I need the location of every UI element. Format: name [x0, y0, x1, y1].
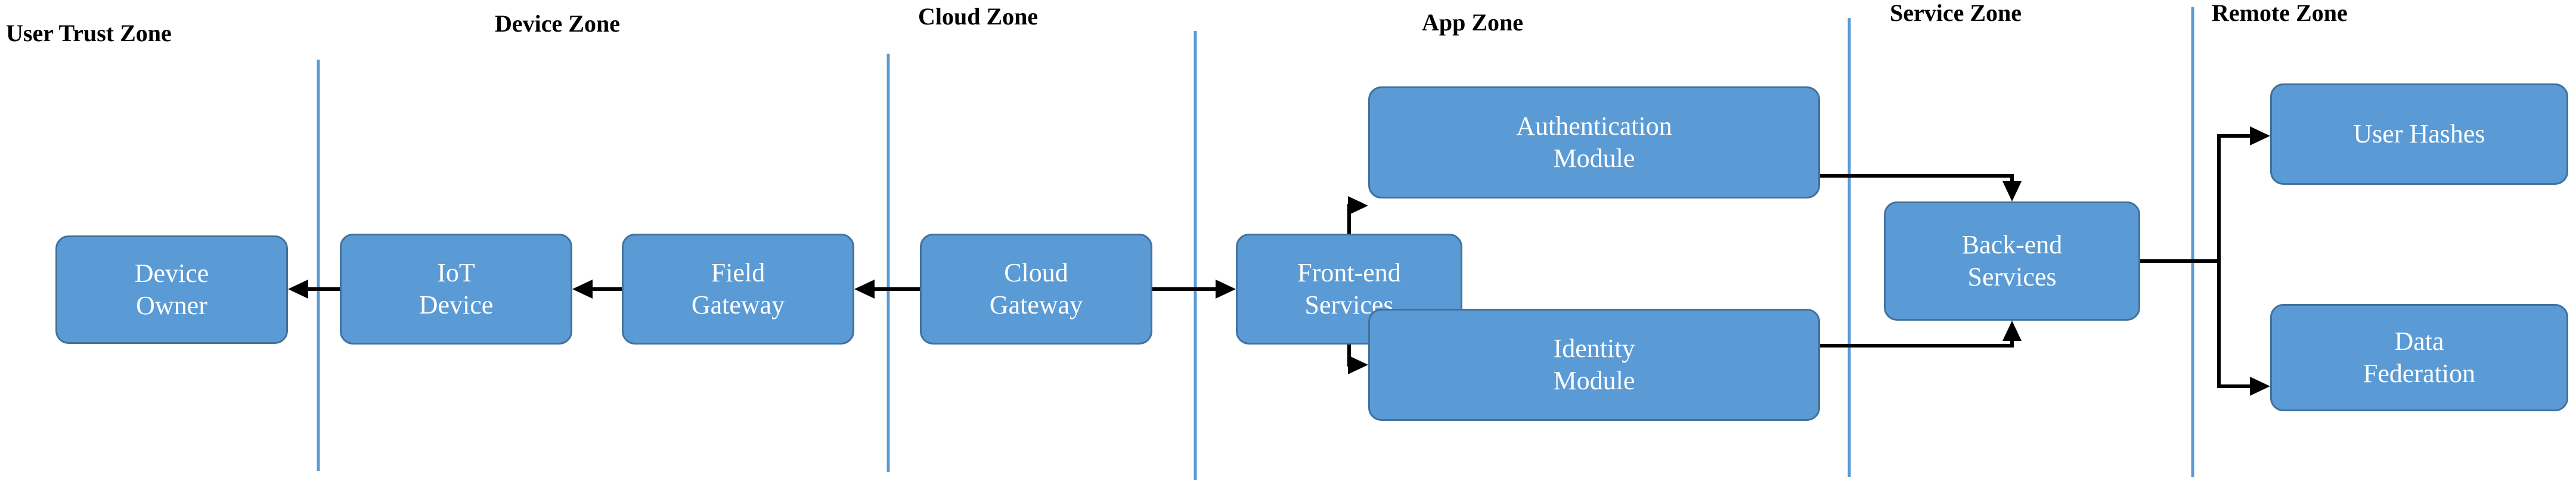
- zone-label-device-zone: Device Zone: [495, 10, 620, 37]
- zone-label-cloud-zone: Cloud Zone: [918, 3, 1039, 30]
- connector-cloud-gateway-to-front-end-services: [1152, 280, 1236, 299]
- arrowhead-icon: [2250, 126, 2270, 145]
- connector-iot-device-to-device-owner: [288, 280, 340, 299]
- arrowhead-icon: [1348, 355, 1368, 374]
- arrowhead-icon: [1216, 280, 1236, 299]
- node-label-user-hashes: User Hashes: [2353, 119, 2485, 149]
- connector-authentication-module-to-back-end-services: [1820, 174, 2022, 201]
- connector-line: [2140, 134, 2259, 263]
- zone-label-app-zone: App Zone: [1422, 9, 1524, 36]
- arrowhead-icon: [2002, 321, 2022, 341]
- connector-identity-module-to-back-end-services: [1820, 321, 2022, 348]
- connector-back-end-services-to-user-hashes: [2140, 126, 2270, 263]
- arrowhead-icon: [854, 280, 875, 299]
- connector-front-end-services-to-authentication-module: [1347, 196, 1368, 234]
- arrowhead-icon: [288, 280, 308, 299]
- connector-cloud-gateway-to-field-gateway: [854, 280, 920, 299]
- node-user-hashes[interactable]: User Hashes: [2270, 83, 2568, 185]
- arrowhead-icon: [572, 280, 593, 299]
- connector-front-end-services-to-identity-module: [1347, 345, 1368, 374]
- connector-line: [2140, 259, 2259, 388]
- arrowhead-icon: [1348, 196, 1368, 215]
- connectors: [288, 126, 2270, 396]
- zone-label-remote-zone: Remote Zone: [2212, 0, 2348, 26]
- zone-dividers: [317, 7, 2194, 480]
- zone-label-service-zone: Service Zone: [1890, 0, 2022, 26]
- connector-field-gateway-to-iot-device: [572, 280, 622, 299]
- zone-label-user-trust-zone: User Trust Zone: [6, 20, 172, 46]
- arrowhead-icon: [2250, 377, 2270, 396]
- arrowhead-icon: [2002, 181, 2022, 201]
- connector-back-end-services-to-data-federation: [2140, 259, 2270, 396]
